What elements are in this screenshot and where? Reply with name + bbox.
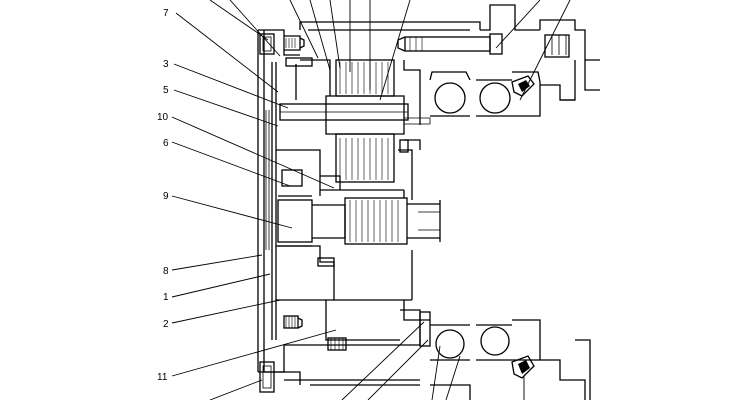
callout-7: 7 — [163, 8, 169, 19]
sun-gear-shaft — [277, 195, 441, 247]
leader-lines — [171, 0, 571, 400]
upper-inner-wall — [398, 60, 431, 200]
callout-labels: 7 3 5 10 6 9 8 1 2 11 — [157, 8, 169, 383]
callout-10: 10 — [157, 112, 169, 123]
callout-2: 2 — [163, 319, 169, 330]
lower-ball-bearings — [419, 311, 591, 400]
callout-6: 6 — [163, 138, 169, 149]
top-bolt — [284, 35, 305, 51]
housing-top — [299, 4, 600, 101]
callout-11: 11 — [157, 372, 168, 383]
housing-left-cover — [257, 29, 300, 393]
upper-planet-gear — [279, 57, 409, 183]
callout-1: 1 — [163, 292, 169, 303]
callout-9: 9 — [163, 191, 169, 202]
upper-ball-bearings — [429, 71, 575, 117]
center-carrier — [276, 149, 413, 301]
lower-carrier — [264, 299, 430, 386]
callout-3: 3 — [163, 59, 169, 70]
callout-5: 5 — [163, 85, 169, 96]
upper-right-bolt — [397, 33, 503, 55]
callout-8: 8 — [163, 266, 169, 277]
